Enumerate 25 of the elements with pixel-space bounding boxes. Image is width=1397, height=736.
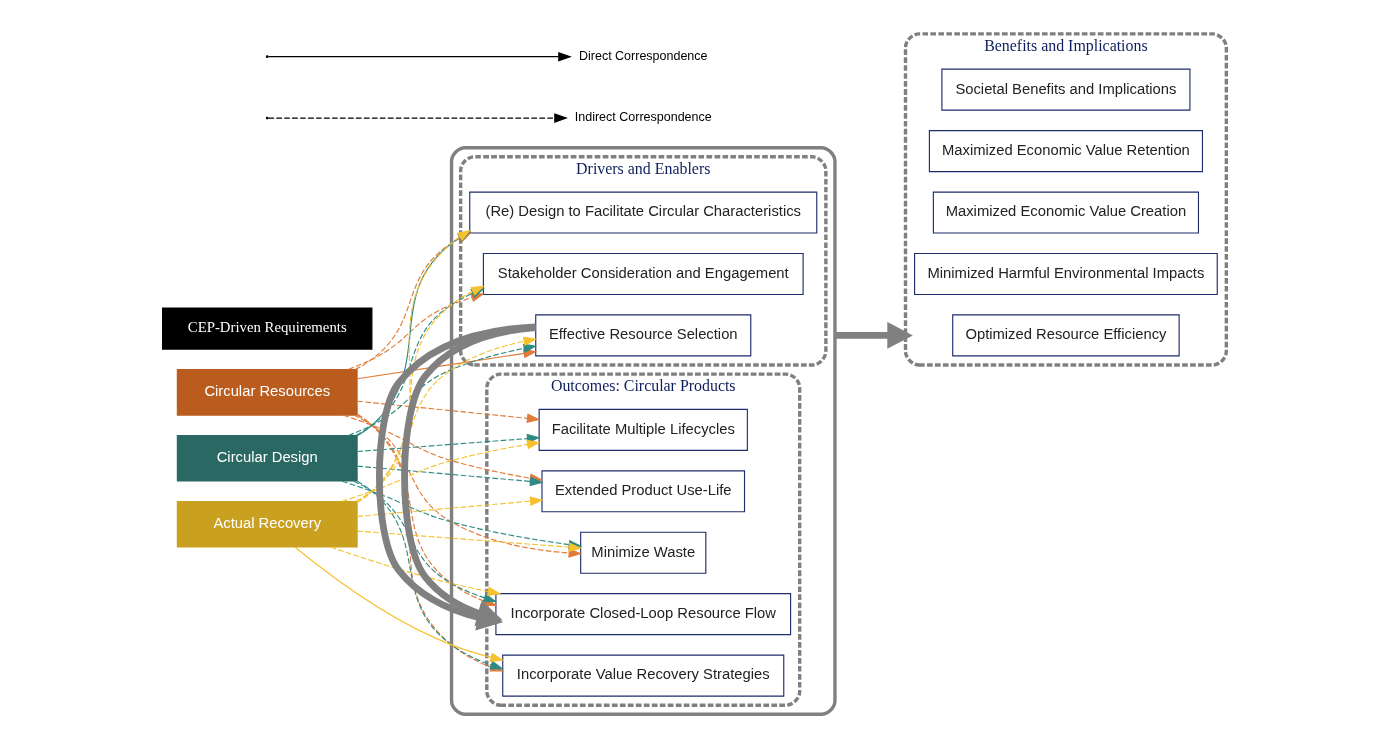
node-box: Minimized Harmful Environmental Impacts	[913, 252, 1218, 296]
node-box: Maximized Economic Value Retention	[928, 130, 1203, 173]
arrow	[329, 546, 501, 597]
node-box: Circular Design	[176, 434, 358, 482]
node-box: Extended Product Use-Life	[540, 470, 745, 513]
legend-label: Indirect Correspondence	[574, 110, 712, 125]
node-box: Incorporate Closed-Loop Resource Flow	[494, 593, 791, 636]
node-box: Circular Resources	[176, 369, 358, 416]
node-box: Facilitate Multiple Lifecycles	[538, 408, 748, 451]
node-box: Incorporate Value Recovery Strategies	[501, 654, 784, 697]
node-box: Effective Resource Selection	[534, 314, 751, 357]
arrow	[356, 400, 541, 424]
node-box: Minimize Waste	[579, 531, 706, 574]
legend-label: Direct Correspondence	[578, 48, 708, 63]
node-box: Societal Benefits and Implications	[940, 68, 1190, 111]
arrow	[356, 496, 544, 517]
node-box: CEP-Driven Requirements	[161, 307, 372, 350]
cluster	[449, 146, 837, 716]
node-box: (Re) Design to Facilitate Circular Characteristics	[468, 191, 817, 234]
node-box: Maximized Economic Value Creation	[932, 191, 1199, 234]
node-box: Actual Recovery	[176, 500, 358, 548]
arrow	[352, 480, 497, 603]
arrow	[834, 322, 913, 349]
node-box: Stakeholder Consideration and Engagement	[482, 252, 804, 296]
node-box: Optimized Resource Efficiency	[951, 314, 1180, 357]
